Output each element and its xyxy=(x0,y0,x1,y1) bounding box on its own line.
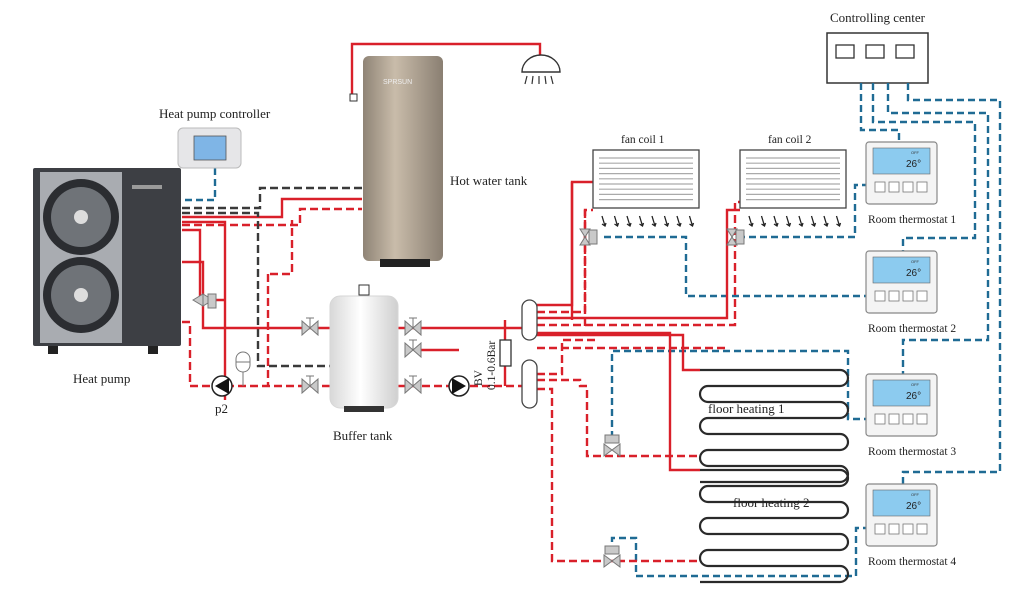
fan-coil-valve-icon xyxy=(726,228,738,246)
pipes xyxy=(182,42,740,563)
heat-pump-controller xyxy=(177,127,242,169)
thermostat-button xyxy=(874,413,886,425)
thermostat-button xyxy=(902,181,914,193)
valve-actuator-icon xyxy=(604,434,620,444)
heat-pump-unit xyxy=(33,168,181,354)
thermostat-temperature: 26° xyxy=(906,268,921,279)
room-thermostat-label: Room thermostat 3 xyxy=(868,446,956,458)
fan-coil-valve-icon xyxy=(579,228,591,246)
thermostat-button xyxy=(916,523,928,535)
floor-heating-2-label: floor heating 2 xyxy=(733,495,810,510)
fan-coil-label: fan coil 1 xyxy=(621,134,665,146)
thermostat-mode: OFF xyxy=(911,150,920,155)
thermostat-button xyxy=(874,290,886,302)
floor-heating-valve-icon xyxy=(603,443,621,457)
thermostat-temperature: 26° xyxy=(906,501,921,512)
thermostat-temperature: 26° xyxy=(906,159,921,170)
thermostat-mode: OFF xyxy=(911,492,920,497)
valve-actuator-icon xyxy=(588,229,598,245)
thermostat-button xyxy=(888,523,900,535)
hot-water-tank-label: Hot water tank xyxy=(450,173,528,188)
thermostat-button xyxy=(874,181,886,193)
thermostat-button xyxy=(916,290,928,302)
room-thermostat-1: 26° OFF xyxy=(865,141,938,205)
valves xyxy=(192,293,621,568)
thermostat-button xyxy=(888,181,900,193)
hot-water-tank: SPRSUN xyxy=(363,56,443,267)
room-thermostat-3: 26° OFF xyxy=(865,373,938,437)
floor-heating-1-coil xyxy=(698,368,850,484)
bypass-valve-icon xyxy=(499,339,512,367)
expansion-vessel-icon xyxy=(235,351,251,386)
controlling-center-label: Controlling center xyxy=(830,10,926,25)
control-wires xyxy=(182,83,1002,578)
floor-heating-2-coil xyxy=(698,468,850,584)
controlling-center xyxy=(826,32,929,84)
pump-p2-label: p2 xyxy=(215,401,228,416)
thermostat-button xyxy=(888,413,900,425)
thermostat-button xyxy=(888,290,900,302)
floor-heating-valve-icon xyxy=(603,554,621,568)
room-thermostat-2: 26° OFF xyxy=(865,250,938,314)
thermostat-mode: OFF xyxy=(911,382,920,387)
hot-water-tank-brand: SPRSUN xyxy=(383,79,412,86)
thermostat-mode: OFF xyxy=(911,259,920,264)
supply-collector xyxy=(521,299,538,341)
valve-actuator-icon xyxy=(207,293,217,309)
thermostat-temperature: 26° xyxy=(906,391,921,402)
heat-pump-controller-label: Heat pump controller xyxy=(159,106,271,121)
fan-coil-1 xyxy=(592,149,700,228)
floor-heating-1-label: floor heating 1 xyxy=(708,401,785,416)
heat-pump-label: Heat pump xyxy=(73,371,130,386)
room-thermostat-4: 26° OFF xyxy=(865,483,938,547)
bypass-pressure-label: 0.1-0.6Bar xyxy=(486,341,498,390)
thermostat-button xyxy=(902,413,914,425)
buffer-tank-label: Buffer tank xyxy=(333,428,393,443)
pump-secondary-icon xyxy=(448,375,470,397)
fan-coil-2 xyxy=(739,149,847,228)
room-thermostat-label: Room thermostat 4 xyxy=(868,556,956,568)
shower-head-icon xyxy=(521,54,561,85)
room-thermostat-label: Room thermostat 1 xyxy=(868,214,956,226)
thermostat-button xyxy=(902,523,914,535)
bypass-valve-label: BV xyxy=(473,369,485,386)
thermostat-button xyxy=(916,181,928,193)
valve-actuator-icon xyxy=(604,545,620,555)
valve-actuator-icon xyxy=(735,229,745,245)
thermostat-button xyxy=(916,413,928,425)
return-collector xyxy=(521,359,538,409)
buffer-tank xyxy=(329,284,399,412)
thermostat-button xyxy=(902,290,914,302)
room-thermostat-label: Room thermostat 2 xyxy=(868,323,956,335)
thermostat-button xyxy=(874,523,886,535)
mixing-valve-icon xyxy=(349,93,358,102)
pump-p2-icon xyxy=(211,375,233,397)
fan-coil-label: fan coil 2 xyxy=(768,134,812,146)
